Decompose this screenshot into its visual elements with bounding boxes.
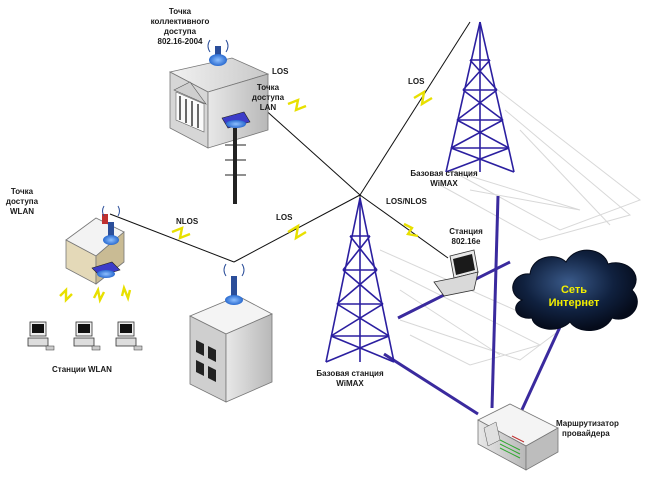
- wireless-links: [109, 21, 471, 263]
- lightning-bolts: [59, 89, 433, 304]
- label-router-1: Маршрутизатор: [556, 419, 619, 428]
- lan-pole: [233, 128, 237, 204]
- link-left-tower-router: [383, 352, 479, 416]
- lightning-los-top-left: [287, 98, 307, 112]
- labels: Точка коллективного доступа 802.16-2004 …: [6, 7, 619, 438]
- wlan-antenna-icon: [108, 222, 114, 242]
- tower-shadow-right: [439, 89, 642, 241]
- label-nlos: NLOS: [176, 217, 199, 226]
- label-los-top-right: LOS: [408, 77, 425, 86]
- label-lan-ap-2: доступа: [252, 93, 285, 102]
- lightning-los-nlos: [403, 222, 419, 238]
- wlan-access-point-icon: [91, 261, 121, 278]
- laptop-icon: [433, 249, 479, 297]
- label-los-nlos: LOS/NLOS: [386, 197, 428, 206]
- label-collective-ap-2: коллективного: [151, 17, 210, 26]
- pc-icon: [115, 321, 143, 351]
- lightning-wlan-3: [120, 284, 132, 302]
- collective-access-building: [168, 39, 270, 204]
- pc-icon: [27, 321, 55, 351]
- lightning-wlan-2: [92, 286, 106, 304]
- wimax-tower-right: [445, 21, 515, 173]
- office-antenna-icon: [231, 276, 237, 302]
- link-wlan-to-building: [109, 213, 235, 263]
- label-wlan-stations: Станции WLAN: [52, 365, 112, 374]
- lightning-los-top-right: [413, 89, 433, 107]
- label-wimax-right-2: WiMAX: [430, 179, 458, 188]
- label-station-2: 802.16е: [452, 237, 481, 246]
- internet-cloud: Сеть Интернет: [512, 249, 638, 331]
- label-los-top-left: LOS: [272, 67, 289, 76]
- label-wimax-left-1: Базовая станция: [316, 369, 384, 378]
- label-wimax-right-1: Базовая станция: [410, 169, 478, 178]
- link-right-tower-router: [490, 195, 500, 409]
- link-to-laptop: [359, 194, 449, 259]
- lightning-los-middle: [287, 223, 307, 241]
- label-lan-ap-3: LAN: [260, 103, 277, 112]
- internet-label-1: Сеть: [561, 284, 587, 296]
- link-internet-router: [518, 315, 567, 415]
- lightning-wlan-1: [59, 287, 73, 303]
- label-los-middle: LOS: [276, 213, 293, 222]
- label-wlan-ap-3: WLAN: [10, 207, 34, 216]
- wlan-stations: [27, 321, 143, 351]
- link-to-right-tower: [359, 21, 471, 196]
- label-collective-ap-3: доступа: [164, 27, 197, 36]
- label-lan-ap-1: Точка: [257, 83, 280, 92]
- label-wimax-left-2: WiMAX: [336, 379, 364, 388]
- label-station-1: Станция: [449, 227, 483, 236]
- label-collective-ap-1: Точка: [169, 7, 192, 16]
- label-wlan-ap-2: доступа: [6, 197, 39, 206]
- pc-icon: [73, 321, 101, 351]
- internet-label-2: Интернет: [549, 297, 600, 309]
- router-icon: [477, 403, 559, 471]
- lan-access-point-icon: [221, 111, 251, 129]
- label-wlan-ap-1: Точка: [11, 187, 34, 196]
- lightning-nlos: [171, 226, 191, 240]
- wimax-tower-left: [325, 197, 395, 363]
- office-building: [189, 263, 273, 403]
- label-router-2: провайдера: [562, 429, 610, 438]
- wlan-house: [65, 205, 125, 285]
- label-collective-ap-4: 802.16-2004: [158, 37, 203, 46]
